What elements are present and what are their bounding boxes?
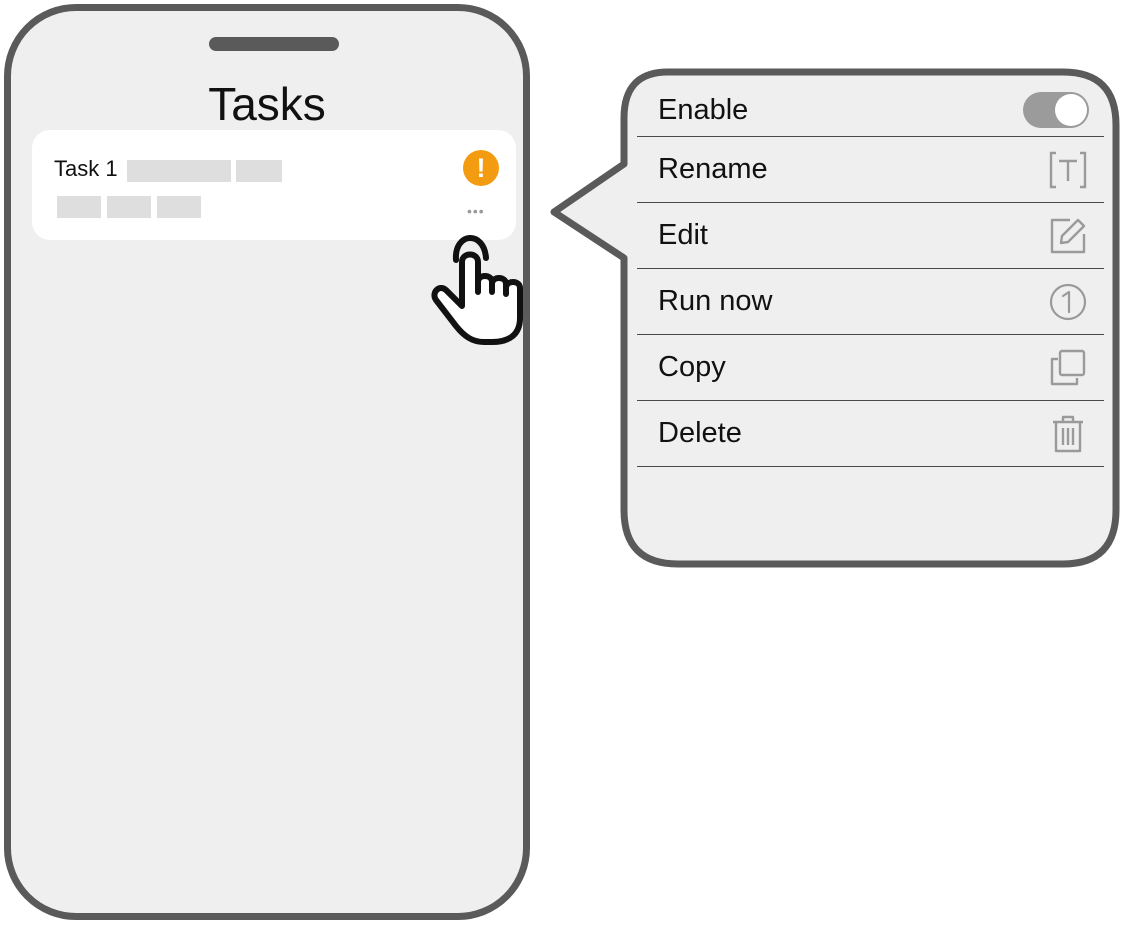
copy-icon [1048, 348, 1088, 388]
rename-icon [1048, 150, 1088, 190]
text-placeholder [157, 196, 201, 218]
trash-icon [1048, 414, 1088, 454]
text-placeholder [236, 160, 282, 182]
menu-item-copy[interactable]: Copy [637, 335, 1104, 401]
text-placeholder [107, 196, 151, 218]
page-title: Tasks [208, 78, 326, 130]
text-placeholder [57, 196, 101, 218]
phone-frame: Tasks Task 1 ! ••• [4, 4, 530, 920]
task-card[interactable]: Task 1 ! ••• [32, 130, 516, 240]
menu-item-rename[interactable]: Rename [637, 137, 1104, 203]
menu-item-label: Run now [658, 285, 773, 317]
menu-item-label: Enable [658, 93, 749, 126]
menu-item-enable[interactable]: Enable [637, 84, 1104, 137]
menu-item-label: Edit [658, 219, 708, 251]
toggle-knob [1055, 94, 1087, 126]
menu-item-label: Rename [658, 153, 768, 185]
context-menu: Enable Rename Edit Run now [637, 84, 1104, 467]
menu-item-label: Copy [658, 351, 726, 383]
phone-notch [209, 37, 339, 51]
menu-item-delete[interactable]: Delete [637, 401, 1104, 467]
more-horizontal-icon[interactable]: ••• [467, 203, 485, 219]
enable-toggle[interactable] [1023, 92, 1089, 128]
hand-pointer-icon [431, 235, 523, 345]
alert-icon: ! [463, 150, 499, 186]
task-name: Task 1 [54, 156, 118, 181]
menu-item-run-now[interactable]: Run now [637, 269, 1104, 335]
context-menu-popover [550, 68, 1120, 568]
edit-icon [1048, 216, 1088, 256]
text-placeholder [127, 160, 231, 182]
run-once-icon [1048, 282, 1088, 322]
menu-item-label: Delete [658, 417, 742, 449]
menu-item-edit[interactable]: Edit [637, 203, 1104, 269]
